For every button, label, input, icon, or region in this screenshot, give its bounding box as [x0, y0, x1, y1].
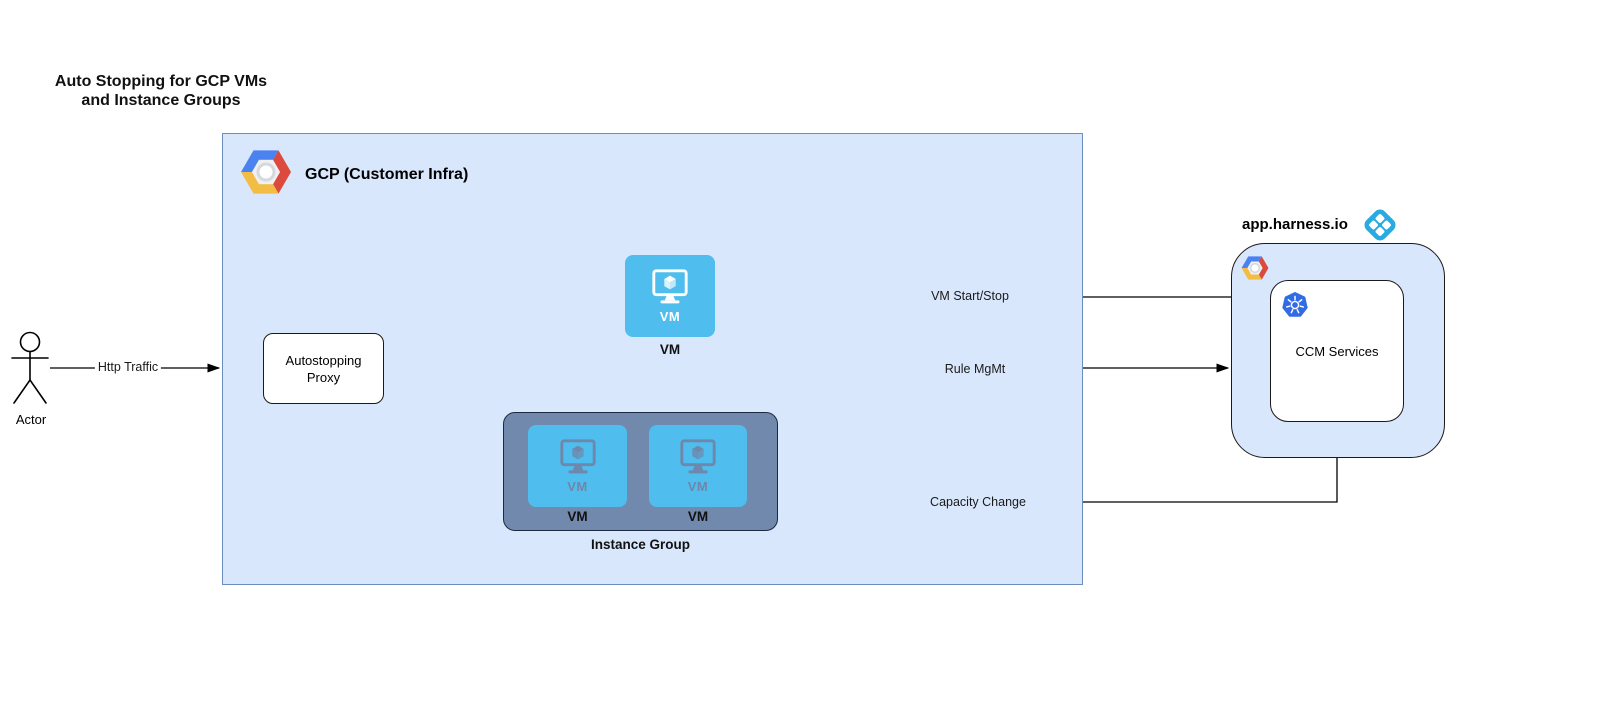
- kubernetes-icon: [1282, 292, 1308, 317]
- vm-icon-label: VM: [659, 309, 681, 324]
- vm-monitor-icon: [652, 269, 688, 304]
- ccm-services-label: CCM Services: [1295, 343, 1379, 359]
- instance-group-vm-2: VM: [649, 425, 747, 507]
- gcp-box-label: GCP (Customer Infra): [305, 166, 469, 183]
- instance-group-vm-1-caption: VM: [567, 509, 588, 524]
- capacity-change-label: Capacity Change: [927, 495, 1029, 509]
- actor-icon: [11, 331, 49, 404]
- vm-icon-label: VM: [567, 479, 588, 494]
- rule-mgmt-label: Rule MgMt: [941, 362, 1009, 376]
- page-title-line1: Auto Stopping for GCP VMs: [54, 73, 268, 90]
- instance-group-vm-2-caption: VM: [687, 509, 709, 524]
- autostopping-proxy-node: Autostopping Proxy: [263, 333, 384, 404]
- harness-logo-icon: [1364, 209, 1396, 241]
- instance-group-caption: Instance Group: [590, 537, 690, 552]
- proxy-label-line2: Proxy: [306, 369, 341, 385]
- gcp-logo-icon-small: [1241, 256, 1269, 280]
- http-traffic-label: Http Traffic: [94, 360, 162, 374]
- vm-start-stop-label: VM Start/Stop: [928, 289, 1012, 303]
- vm-icon-label: VM: [687, 479, 709, 494]
- vm-caption: VM: [659, 342, 681, 357]
- proxy-label-line1: Autostopping: [285, 352, 362, 368]
- page-title-line2: and Instance Groups: [81, 92, 241, 109]
- vm-node: VM: [625, 255, 715, 337]
- harness-title: app.harness.io: [1242, 216, 1348, 233]
- gcp-logo-icon: [241, 150, 291, 194]
- actor-label: Actor: [15, 412, 47, 427]
- instance-group-vm-1: VM: [528, 425, 627, 507]
- vm-monitor-icon: [680, 439, 716, 474]
- page-title: Auto Stopping for GCP VMs and Instance G…: [50, 72, 272, 110]
- vm-monitor-icon: [559, 439, 596, 474]
